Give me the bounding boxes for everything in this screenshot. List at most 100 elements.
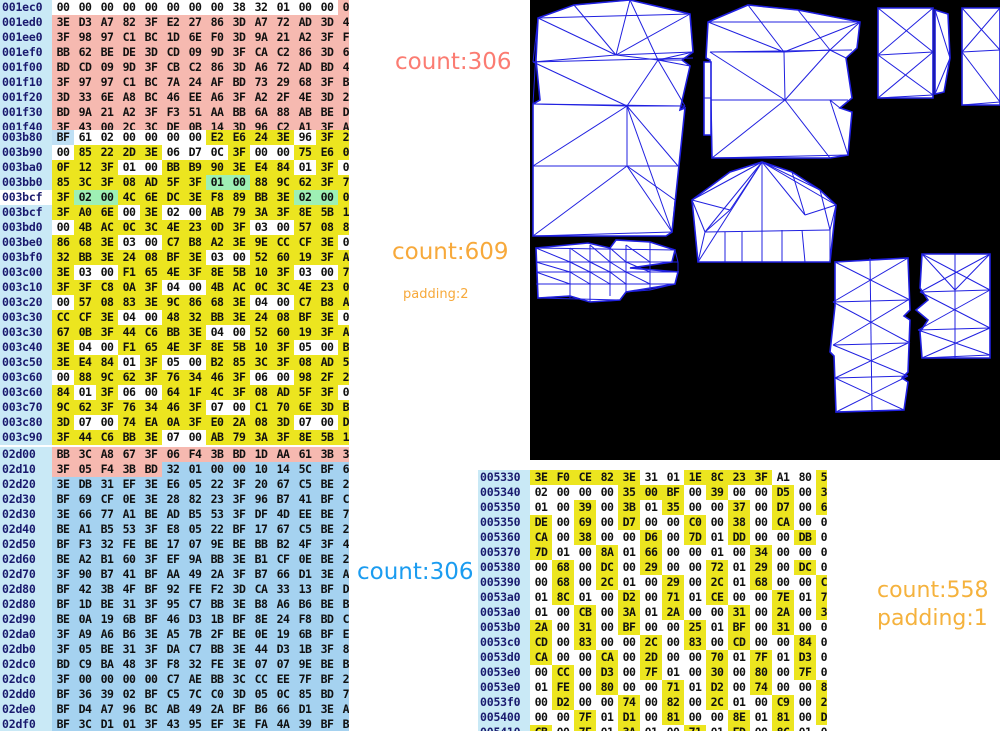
hex-byte-cell[interactable]: 02 (294, 190, 316, 205)
hex-byte-cell[interactable]: 00 (666, 650, 680, 664)
hex-byte-cell[interactable]: BE (316, 552, 338, 567)
hex-byte-cell[interactable]: 84 (272, 160, 294, 175)
hex-byte-cell[interactable]: 80 (596, 680, 618, 695)
hex-byte-cell[interactable]: E0 (206, 415, 228, 430)
hex-byte-cell[interactable]: BF (52, 717, 74, 731)
hex-byte-cell[interactable]: 3F (96, 175, 118, 190)
hex-byte-cell[interactable]: 2A (338, 552, 349, 567)
hex-byte-cell[interactable]: 28 (338, 672, 349, 687)
hex-byte-cell[interactable]: B7 (272, 492, 294, 507)
hex-byte-cell[interactable]: 0B (74, 325, 96, 340)
hex-byte-cell[interactable]: 66 (640, 545, 662, 560)
hex-byte-cell[interactable]: 05 (250, 687, 272, 702)
hex-byte-cell[interactable]: 00 (688, 710, 702, 724)
hex-byte-cell[interactable]: FE (118, 537, 140, 552)
hex-byte-cell[interactable]: C1 (118, 75, 140, 90)
table-row[interactable]: 001f00BDCD099D3FCBC2863DA672ADBD40C167 (0, 60, 349, 75)
hex-byte-cell[interactable]: 84 (96, 355, 118, 370)
hex-byte-cell[interactable]: 3E (316, 702, 338, 717)
hex-byte-cell[interactable]: C7 (294, 295, 316, 310)
hex-byte-cell[interactable]: 10 (250, 265, 272, 280)
hex-byte-cell[interactable]: 00 (320, 265, 334, 279)
hex-byte-cell[interactable]: BB (250, 190, 272, 205)
hex-byte-cell[interactable]: BF (228, 612, 250, 627)
hex-byte-cell[interactable]: 00 (622, 530, 636, 544)
hex-byte-cell[interactable]: 0E (294, 552, 316, 567)
hex-byte-cell[interactable]: 00 (622, 650, 636, 664)
hex-byte-cell[interactable]: 3D (316, 400, 338, 415)
hex-byte-cell[interactable]: F8 (206, 190, 228, 205)
hex-byte-cell[interactable]: A2 (74, 552, 96, 567)
hex-byte-cell[interactable]: 00 (754, 605, 768, 619)
hex-byte-cell[interactable]: 3E (140, 477, 162, 492)
hex-byte-cell[interactable]: 49 (184, 702, 206, 717)
hex-byte-cell[interactable]: DE (530, 515, 552, 530)
hex-byte-cell[interactable]: 3F (52, 205, 74, 220)
hex-byte-cell[interactable]: 00 (188, 205, 202, 219)
hex-byte-cell[interactable]: 17 (250, 522, 272, 537)
hex-byte-cell[interactable]: 3F (52, 190, 74, 205)
hex-byte-cell[interactable]: 00 (556, 500, 570, 514)
hex-byte-cell[interactable]: 3F (52, 30, 74, 45)
hex-byte-cell[interactable]: 10 (338, 205, 349, 220)
table-row[interactable]: 0053b02A003100BF00002501BF00310000D400 (478, 620, 827, 635)
hex-byte-cell[interactable]: 74 (618, 695, 640, 710)
hex-byte-cell[interactable]: 0C (338, 190, 349, 205)
hex-byte-cell[interactable]: 7C (184, 687, 206, 702)
hex-byte-cell[interactable]: 67 (338, 462, 349, 477)
hex-byte-cell[interactable]: 00 (710, 605, 724, 619)
hex-byte-cell[interactable]: 3F (52, 642, 74, 657)
hex-byte-cell[interactable]: C7 (162, 235, 184, 250)
hex-byte-cell[interactable]: 3F (184, 175, 206, 190)
hex-byte-cell[interactable]: 3F (272, 430, 294, 445)
hex-byte-cell[interactable]: 3E (228, 657, 250, 672)
hex-byte-cell[interactable]: 22 (96, 145, 118, 160)
hex-byte-cell[interactable]: 00 (144, 0, 158, 14)
hex-byte-cell[interactable]: 83 (684, 635, 706, 650)
hex-byte-cell[interactable]: 01 (688, 680, 702, 694)
hex-byte-cell[interactable]: 67 (52, 325, 74, 340)
hex-byte-cell[interactable]: BB (206, 597, 228, 612)
hex-byte-cell[interactable]: 71 (684, 725, 706, 731)
hex-byte-cell[interactable]: 10 (250, 340, 272, 355)
hex-byte-cell[interactable]: 38 (728, 515, 750, 530)
hex-byte-cell[interactable]: CE (574, 470, 596, 485)
hex-byte-cell[interactable]: 00 (320, 340, 334, 354)
hex-byte-cell[interactable]: 69 (74, 492, 96, 507)
hex-byte-cell[interactable]: 3F (52, 567, 74, 582)
hex-byte-cell[interactable]: 3D (228, 60, 250, 75)
hex-byte-cell[interactable]: 00 (188, 430, 202, 444)
hex-byte-cell[interactable]: 41 (118, 567, 140, 582)
hex-byte-cell[interactable]: C7 (162, 672, 184, 687)
hex-byte-cell[interactable]: BE (228, 537, 250, 552)
hex-byte-cell[interactable]: 72 (272, 15, 294, 30)
hex-byte-cell[interactable]: 09 (184, 45, 206, 60)
hex-byte-cell[interactable]: CA (596, 650, 618, 665)
hex-byte-cell[interactable]: AE (338, 325, 349, 340)
hex-byte-cell[interactable]: B8 (250, 597, 272, 612)
hex-byte-cell[interactable]: 00 (776, 545, 790, 559)
hex-byte-cell[interactable]: 3A (816, 605, 827, 620)
hex-byte-cell[interactable]: 07 (166, 430, 180, 444)
hex-byte-cell[interactable]: 3F (140, 355, 162, 370)
hex-byte-cell[interactable]: 00 (600, 695, 614, 709)
hex-byte-cell[interactable]: AB (206, 430, 228, 445)
hex-byte-cell[interactable]: BE (140, 537, 162, 552)
hex-byte-cell[interactable]: 3F (228, 370, 250, 385)
table-row[interactable]: 02dc0BDC9BA483FF832FE3E07079EBEBCB24F (0, 657, 349, 672)
hex-byte-cell[interactable]: 00 (820, 620, 827, 634)
hex-byte-cell[interactable]: C7 (184, 642, 206, 657)
hex-byte-cell[interactable]: 01 (298, 160, 312, 174)
hex-byte-cell[interactable]: 3F (96, 400, 118, 415)
hex-byte-cell[interactable]: F8 (294, 612, 316, 627)
hex-byte-cell[interactable]: 68 (552, 575, 574, 590)
hex-byte-cell[interactable]: 3F (316, 175, 338, 190)
hex-byte-cell[interactable]: 00 (666, 560, 680, 574)
hex-byte-cell[interactable]: 42 (338, 15, 349, 30)
hex-byte-cell[interactable]: 62 (294, 175, 316, 190)
hex-byte-cell[interactable]: BE (228, 627, 250, 642)
hex-byte-cell[interactable]: 00 (534, 665, 548, 679)
hex-byte-cell[interactable]: 00 (228, 462, 250, 477)
hex-byte-cell[interactable]: CA (530, 530, 552, 545)
hex-byte-cell[interactable]: 00 (820, 560, 827, 574)
